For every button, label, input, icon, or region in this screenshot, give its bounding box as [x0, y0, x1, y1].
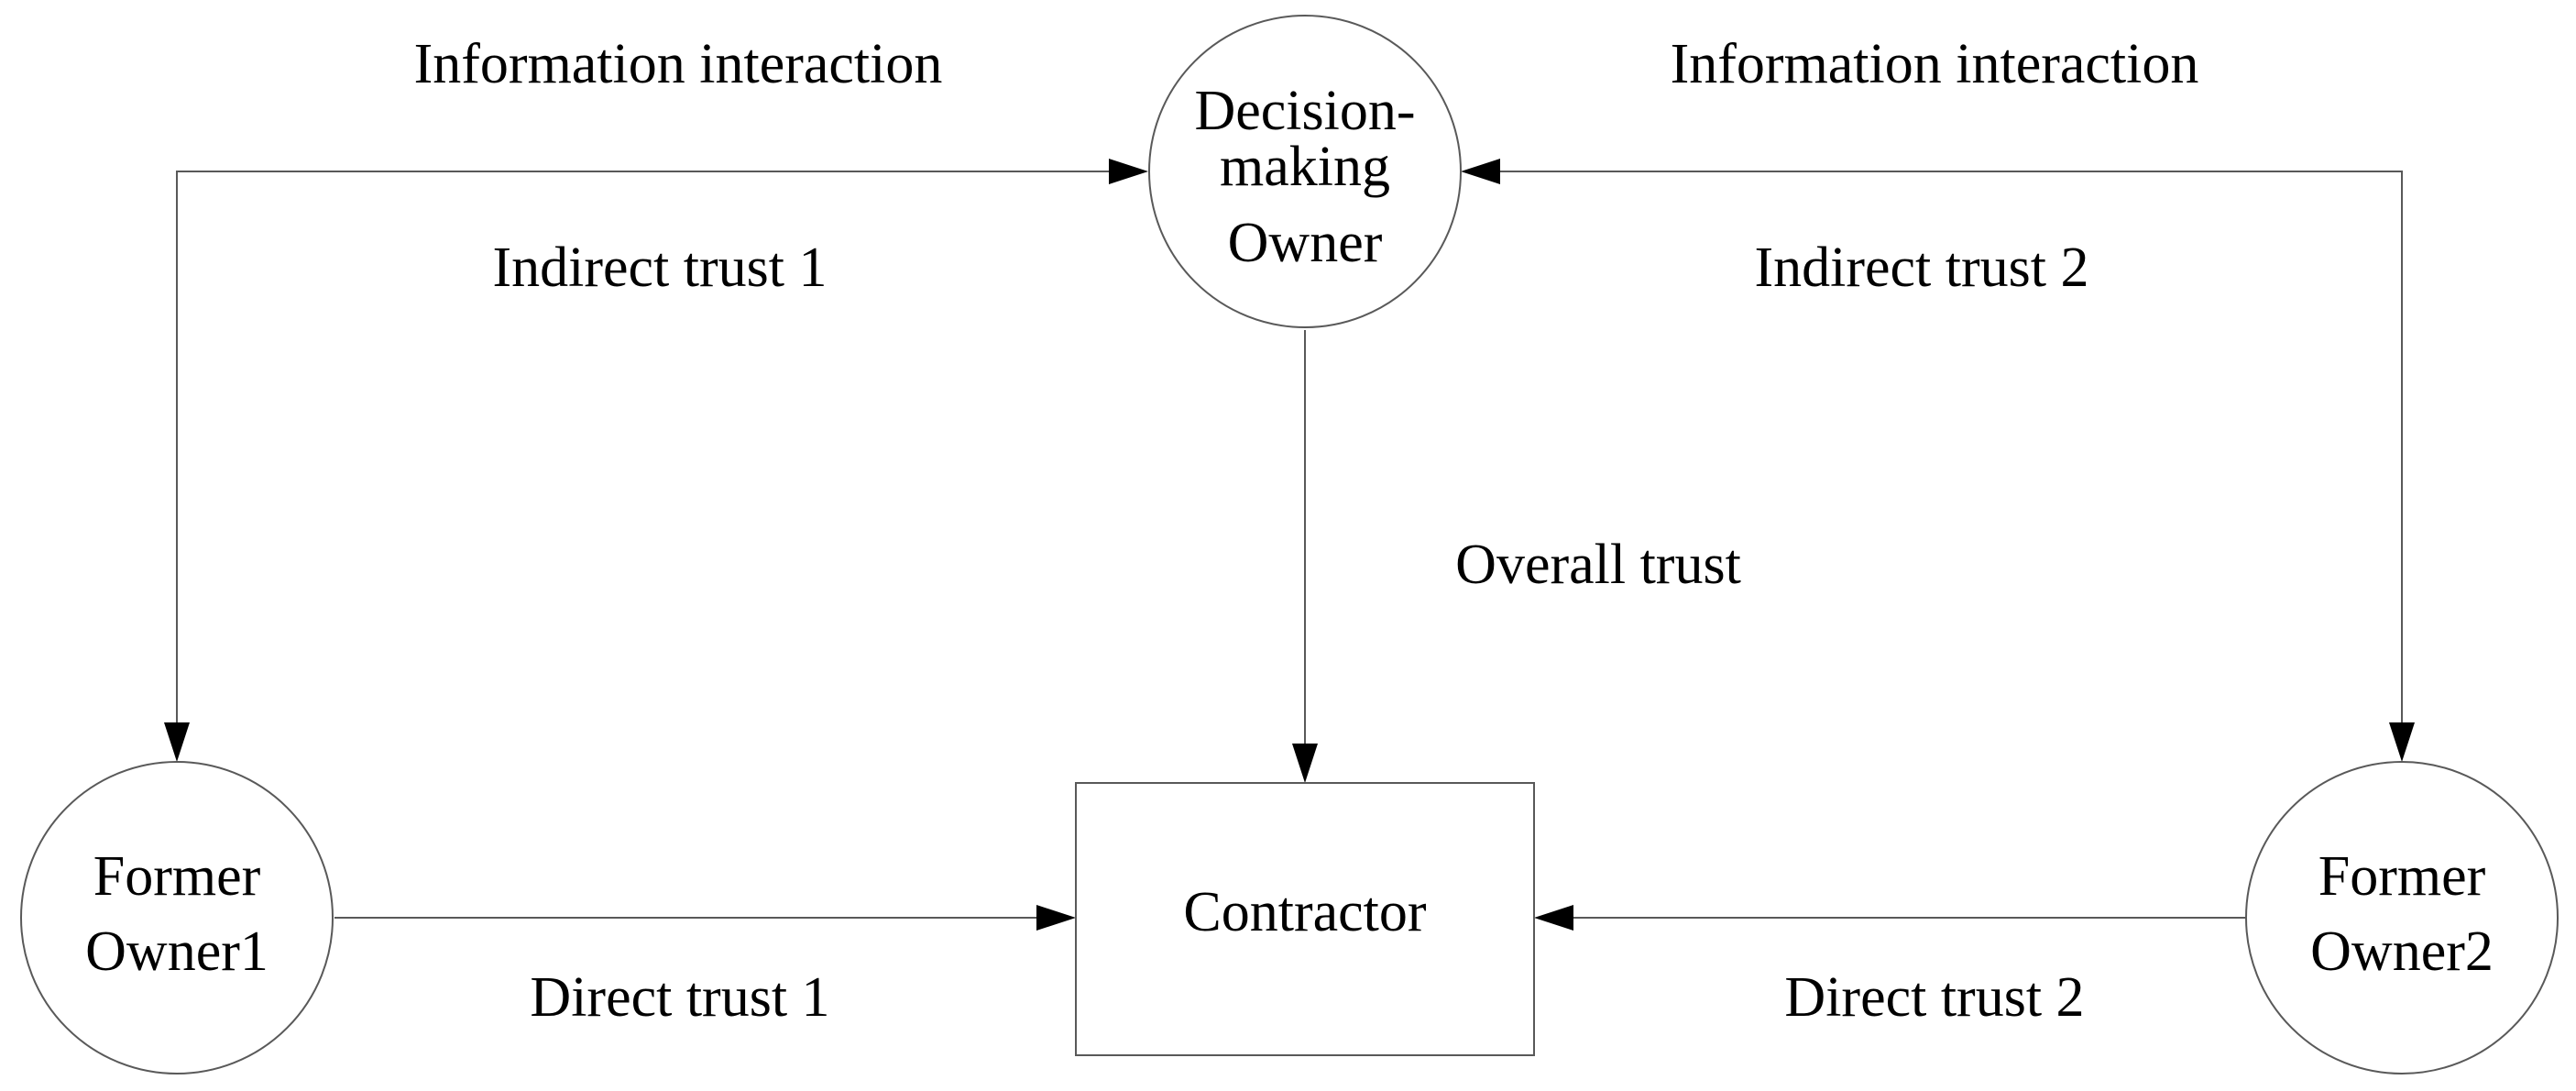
decision-owner-label-line-3: Owner	[1228, 212, 1383, 274]
arrowhead-into-contractor-left	[1036, 905, 1076, 931]
arrowhead-into-owner1	[164, 722, 190, 762]
contractor-node	[1075, 782, 1535, 1056]
arrowhead-into-owner2	[2389, 722, 2415, 762]
former-owner-2-label-line-2: Owner2	[2310, 920, 2494, 983]
indirect-trust-1-label: Indirect trust 1	[492, 237, 827, 299]
indirect-trust-2-label: Indirect trust 2	[1754, 237, 2088, 299]
information-interaction-left-label: Information interaction	[414, 33, 943, 95]
former-owner-1-label-line-2: Owner1	[85, 920, 269, 983]
arrowhead-into-contractor-right	[1534, 905, 1573, 931]
arrowhead-into-decision-right	[1461, 159, 1500, 184]
former-owner-1-node	[20, 761, 334, 1074]
former-owner-2-label-line-1: Former	[2318, 845, 2486, 908]
decision-owner-label-line-2: making	[1220, 136, 1390, 198]
arrowhead-into-decision-left	[1109, 159, 1148, 184]
information-interaction-right-label: Information interaction	[1671, 33, 2199, 95]
contractor-label: Contractor	[1183, 881, 1426, 943]
decision-making-owner-node	[1148, 15, 1462, 328]
connector-owner1-decision	[176, 171, 1111, 741]
overall-trust-label: Overall trust	[1455, 534, 1741, 596]
direct-trust-2-label: Direct trust 2	[1784, 966, 2084, 1029]
decision-owner-label-line-1: Decision-	[1194, 80, 1415, 142]
arrowhead-into-contractor-top	[1292, 744, 1318, 783]
former-owner-1-label-line-1: Former	[93, 845, 261, 908]
former-owner-2-node	[2245, 761, 2559, 1074]
direct-trust-1-label: Direct trust 1	[530, 966, 829, 1029]
connector-owner2-decision	[1488, 171, 2403, 741]
